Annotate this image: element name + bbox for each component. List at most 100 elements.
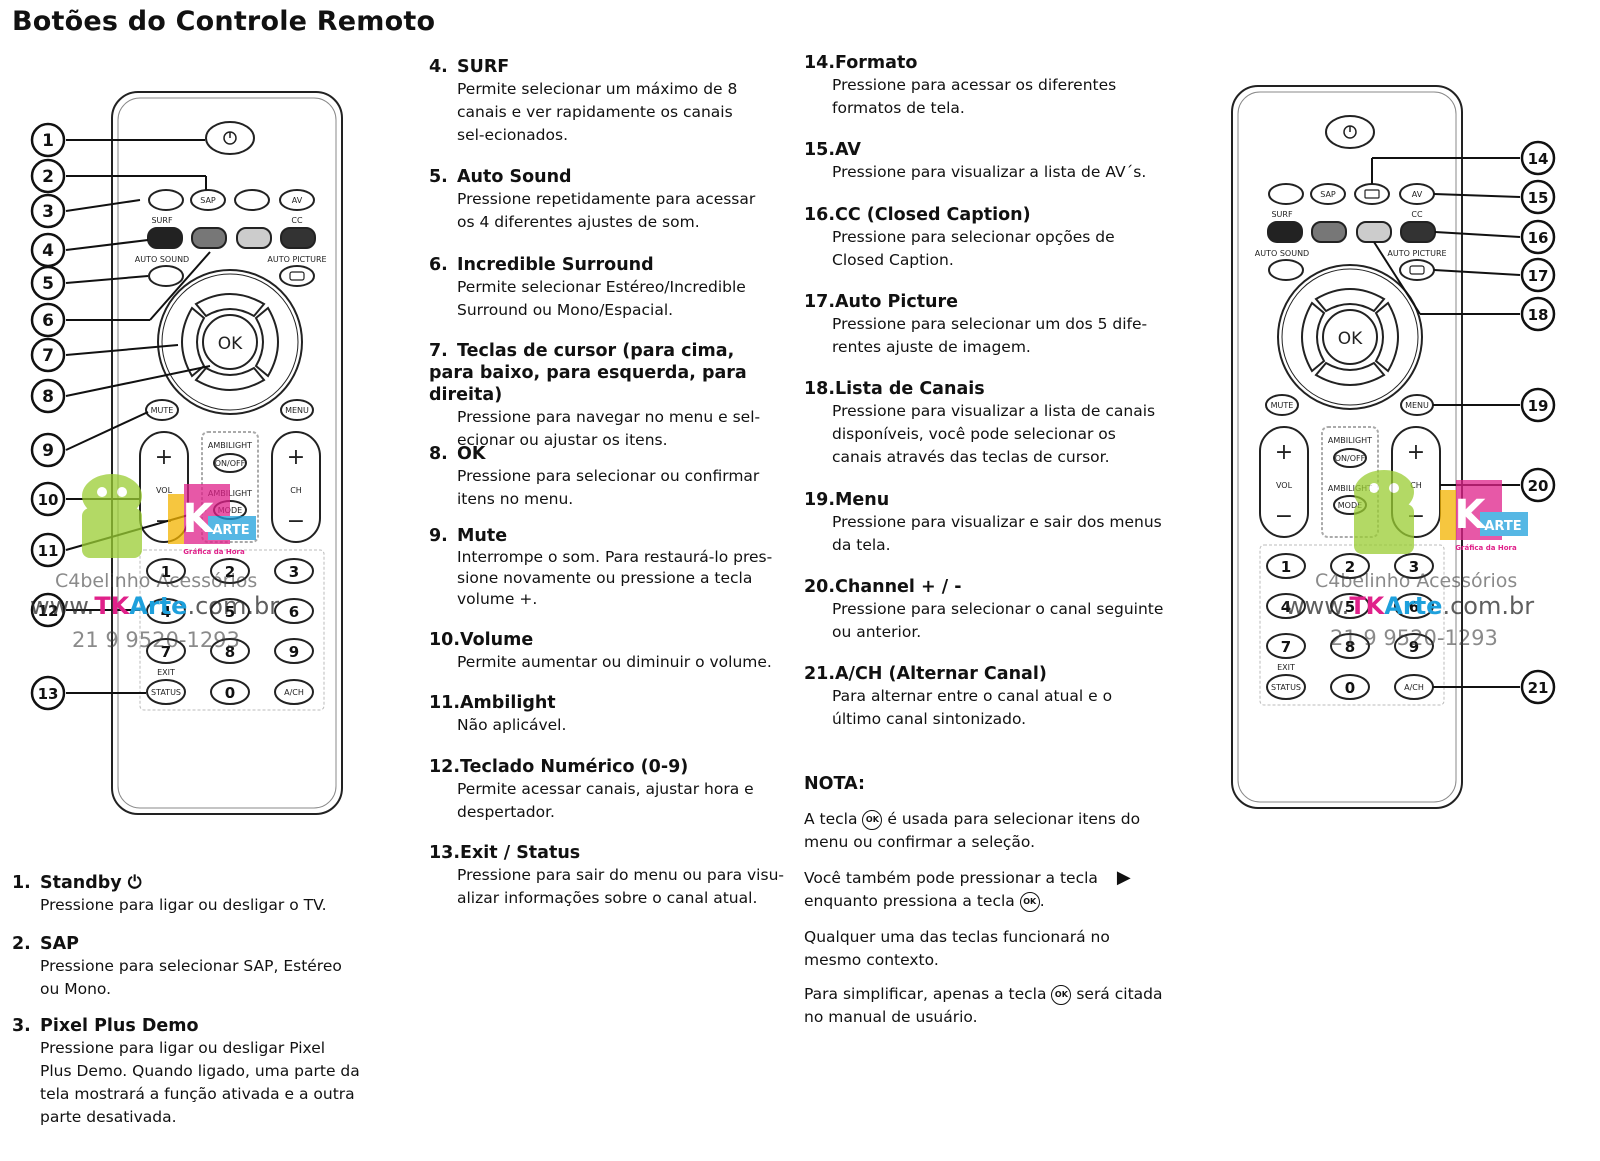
item-title: Ambilight: [460, 693, 556, 713]
item-20: 20.Channel + / - Pressione para selecion…: [804, 576, 1174, 644]
label-ok: OK: [218, 334, 243, 354]
cursor-right: [254, 306, 279, 378]
label-onoff: ON/OFF: [215, 459, 246, 468]
item-17: 17.Auto Picture Pressione para seleciona…: [804, 291, 1174, 359]
item-desc: Permite aumentar ou diminuir o volume.: [457, 653, 772, 671]
item-title: Auto Sound: [457, 167, 572, 187]
watermark-url: www.TKArte.com.br: [30, 592, 280, 620]
item-number: 8.: [429, 444, 448, 464]
svg-text:AMBILIGHT: AMBILIGHT: [1328, 484, 1372, 493]
item-number: 5.: [429, 167, 448, 187]
ok-button: [1322, 309, 1378, 365]
item-desc: Permite acessar canais, ajustar hora e d…: [457, 780, 754, 821]
remote-body: [1231, 85, 1463, 809]
key-7: [146, 638, 186, 664]
digit-6: 6: [289, 603, 299, 621]
label-mute: MUTE: [151, 406, 174, 415]
item-number: 18.: [804, 379, 836, 399]
label-vol: VOL: [156, 486, 173, 495]
label-cc: CC: [291, 216, 303, 225]
item-title: Teclado Numérico (0-9): [460, 757, 689, 777]
page-title: Botões do Controle Remoto: [12, 6, 436, 37]
item-9: 9.Mute Interrompe o som. Para restaurá-l…: [429, 525, 799, 610]
item-desc: Pressione para selecionar ou confirmar i…: [457, 467, 760, 508]
callout-14: 14: [1528, 150, 1549, 168]
digit-1: 1: [161, 563, 171, 581]
item-number: 20.: [804, 577, 836, 597]
item-1: 1.Standby ⏻ Pressione para ligar ou desl…: [12, 872, 382, 917]
auto-sound-button: [1268, 259, 1304, 281]
item-desc: Pressione para selecionar SAP, Estéreo o…: [40, 957, 342, 998]
callout-1: 1: [42, 131, 54, 151]
cursor-ring: [157, 269, 303, 415]
cursor-left: [181, 306, 206, 378]
item-4: 4.SURF Permite selecionar um máximo de 8…: [429, 56, 799, 147]
callout-18: 18: [1528, 306, 1549, 324]
item-15: 15.AV Pressione para visualizar a lista …: [804, 139, 1174, 184]
svg-text:6: 6: [1409, 598, 1419, 616]
remote-body: [111, 91, 343, 815]
item-5: 5. Auto Sound Pressione repetidamente par…: [429, 166, 799, 234]
ambilight-onoff-button: [213, 453, 247, 473]
item-number: 2.: [12, 934, 31, 954]
item-desc: Pressione para selecionar o canal seguin…: [832, 600, 1164, 641]
label-ambilight: AMBILIGHT: [208, 441, 252, 450]
digit-4: 4: [161, 603, 171, 621]
item-desc: Permite selecionar um máximo de 8 canais…: [457, 80, 738, 144]
callout-3: 3: [42, 202, 54, 222]
key-5: [210, 598, 250, 624]
digit-5: 5: [225, 603, 235, 621]
cc-button: [1400, 221, 1436, 243]
item-desc: Para alternar entre o canal atual e o úl…: [832, 687, 1113, 728]
item-11: 11.Ambilight Não aplicável.: [429, 692, 799, 737]
digit-2: 2: [225, 563, 235, 581]
item-number: 15.: [804, 140, 836, 160]
item-desc: Pressione para visualizar a lista de can…: [832, 402, 1156, 466]
note-paragraph-4: Para simplificar, apenas a tecla OK será…: [804, 984, 1163, 1026]
svg-text:OK: OK: [1338, 329, 1363, 349]
item-number: 12.: [429, 757, 461, 777]
label-auto-sound: AUTO SOUND: [135, 255, 189, 264]
right-arrow-icon: ▶: [1116, 867, 1131, 888]
key-4: [146, 598, 186, 624]
item-desc: Pressione repetidamente para acessar os …: [457, 190, 756, 231]
cc-button: [280, 227, 316, 249]
item-title: Pixel Plus Demo: [40, 1016, 199, 1036]
item-7: 7.Teclas de cursor (para cima, para baix…: [429, 340, 799, 452]
callout-7: 7: [42, 346, 54, 366]
item-18: 18.Lista de Canais Pressione para visual…: [804, 378, 1174, 469]
note-paragraph-1: A tecla OK é usada para selecionar itens…: [804, 809, 1141, 851]
item-21: 21.A/CH (Alternar Canal) Para alternar e…: [804, 663, 1174, 731]
item-desc: Pressione para ligar ou desligar Pixel P…: [40, 1039, 360, 1126]
mute-button: [145, 399, 179, 421]
item-title: CC (Closed Caption): [835, 205, 1031, 225]
item-desc: Pressione para ligar ou desligar o TV.: [40, 896, 327, 914]
watermark-logo: K ARTE Gráfica da Hora: [82, 474, 256, 558]
ok-button: [202, 314, 258, 370]
watermark-brand: C4belinho Acessórios: [55, 570, 258, 592]
callout-8: 8: [42, 387, 54, 407]
label-status: STATUS: [151, 688, 181, 697]
item-16: 16.CC (Closed Caption) Pressione para se…: [804, 204, 1174, 272]
callout-12: 12: [38, 602, 59, 620]
incredible-surround-button: [1311, 221, 1347, 243]
item-12: 12.Teclado Numérico (0-9) Permite acessa…: [429, 756, 799, 824]
callout-10: 10: [38, 491, 59, 509]
callout-5: 5: [42, 274, 54, 294]
digit-0: 0: [225, 684, 235, 702]
item-number: 13.: [429, 843, 461, 863]
ach-button: [274, 679, 314, 705]
surf-button: [1267, 221, 1303, 243]
svg-text:Gráfica da Hora: Gráfica da Hora: [183, 548, 245, 556]
auto-sound-button: [148, 265, 184, 287]
key-6: [274, 598, 314, 624]
svg-text:STATUS: STATUS: [1271, 683, 1301, 692]
label-vol-plus: +: [155, 445, 173, 470]
item-title: OK: [457, 444, 486, 464]
mute-button: [1265, 394, 1299, 416]
svg-text:+: +: [1407, 440, 1425, 465]
item-13: 13.Exit / Status Pressione para sair do …: [429, 842, 799, 910]
svg-text:ARTE: ARTE: [212, 523, 249, 538]
status-button: [146, 679, 186, 705]
item-title: Incredible Surround: [457, 255, 654, 275]
